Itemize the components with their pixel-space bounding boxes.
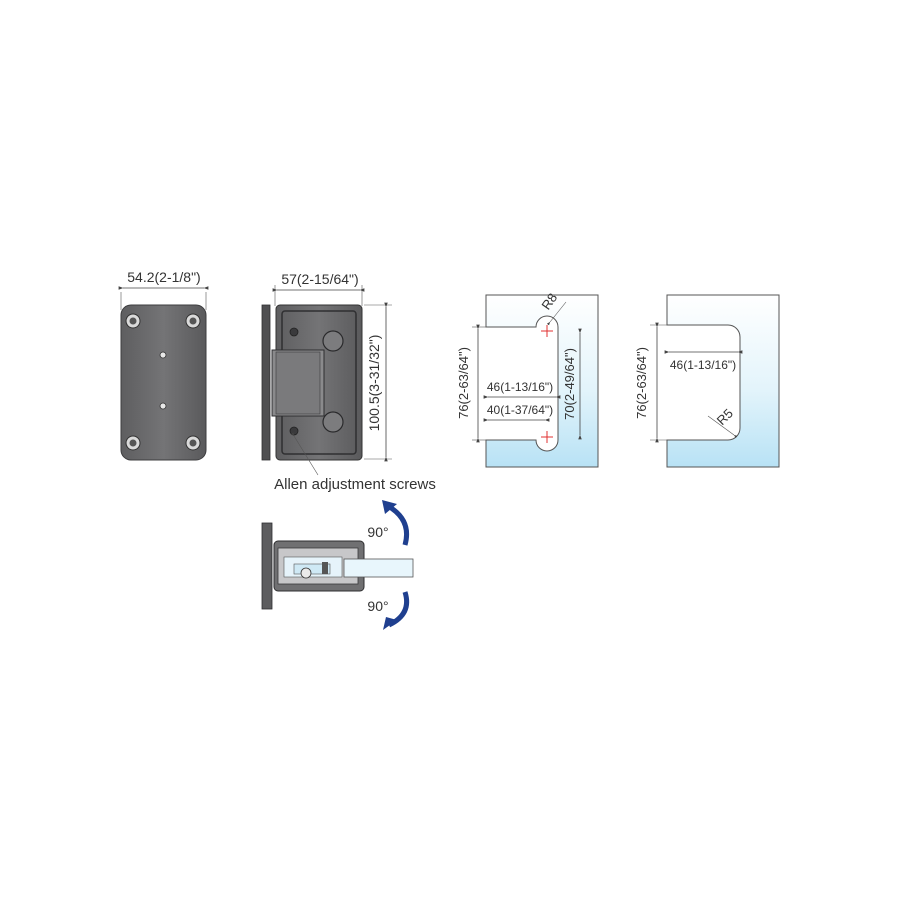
- glass-panel: [666, 294, 780, 468]
- cutout-a-slot-length-label: 70(2-49/64"): [562, 348, 577, 420]
- hinge-top-view: 90° 90°: [261, 500, 414, 630]
- mounting-hole: [185, 313, 201, 329]
- front-width-label: 54.2(2-1/8"): [127, 269, 200, 285]
- glass-cutout-a: 76(2-63/64") 70(2-49/64") R8 46(1-13/16"…: [456, 290, 599, 468]
- wall-plate-edge: [261, 304, 271, 461]
- cutout-a-depth-outer-label: 46(1-13/16"): [487, 380, 553, 394]
- cutout-b-radius-label: R5: [714, 406, 736, 428]
- side-height-label: 100.5(3-31/32"): [366, 335, 382, 432]
- side-depth-label: 57(2-15/64"): [281, 271, 358, 287]
- cutout-a-depth-inner-label: 40(1-37/64"): [487, 403, 553, 417]
- hinge-side-view: 57(2-15/64") 100.5(3-31/32") Allen adjus…: [261, 271, 436, 493]
- center-hole: [159, 402, 167, 410]
- glass-panel: [343, 558, 414, 578]
- center-hole: [159, 351, 167, 359]
- wall-plate: [120, 304, 207, 461]
- mounting-hole: [125, 313, 141, 329]
- allen-screw: [289, 426, 299, 436]
- pivot-cap: [322, 330, 344, 352]
- rotate-down-arrow-icon: [383, 617, 397, 630]
- glass-panel: [485, 294, 599, 468]
- allen-screws-callout: Allen adjustment screws: [274, 476, 436, 493]
- rotate-up-arrow-shaft: [386, 503, 410, 546]
- wall-plate-edge: [261, 522, 273, 610]
- allen-screw: [289, 327, 299, 337]
- cutout-b-height-label: 76(2-63/64"): [634, 347, 649, 419]
- center-mark: [541, 431, 553, 443]
- pivot-cap: [300, 567, 312, 579]
- cutout-a-height-label: 76(2-63/64"): [456, 347, 471, 419]
- hinge-front-view: 54.2(2-1/8"): [118, 269, 209, 461]
- pivot-cap: [322, 411, 344, 433]
- angle-up-label: 90°: [367, 524, 388, 540]
- rotate-up-arrow-icon: [382, 500, 397, 514]
- glass-cutout-b: 76(2-63/64") 46(1-13/16") R5: [634, 294, 780, 468]
- cutout-b-depth-label: 46(1-13/16"): [670, 358, 736, 372]
- center-mark: [541, 325, 553, 337]
- angle-down-label: 90°: [367, 598, 388, 614]
- mounting-hole: [125, 435, 141, 451]
- callout-leader: [291, 432, 319, 476]
- mounting-hole: [185, 435, 201, 451]
